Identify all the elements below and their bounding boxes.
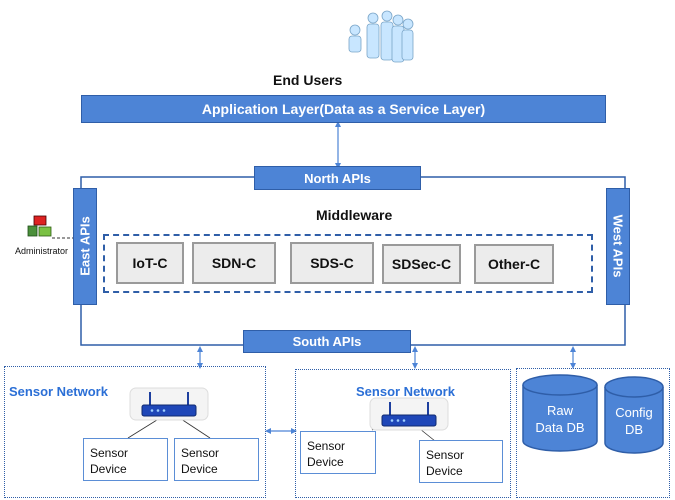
administrator-label: Administrator [15,246,69,256]
component-sdn-c: SDN-C [192,242,276,284]
middleware-label: Middleware [316,207,393,223]
config-db-icon [604,376,664,454]
router-icon [369,397,449,431]
middleware-components-frame [103,234,593,293]
sensor-network-2-frame [295,369,511,498]
router-icon [129,387,209,421]
component-sdsec-c: SDSec-C [382,244,461,284]
component-iot-c: IoT-C [116,242,184,284]
administrator-icon [27,215,52,237]
end-users-icon [348,10,414,63]
end-users-label: End Users [273,72,343,88]
raw-data-db-label: Raw Data DB [535,403,585,435]
component-other-c: Other-C [474,244,554,284]
raw-data-db-icon [522,374,598,452]
sensor-network-1-frame [4,366,266,498]
sensor-network-1-title: Sensor Network [9,384,108,399]
east-apis-bar [73,188,97,305]
north-apis-bar: North APIs [254,166,421,190]
config-db-label: Config DB [615,405,653,437]
west-apis-label: West APIs [610,214,626,278]
sensor-device-1a: Sensor Device [83,438,168,481]
sensor-device-1b: Sensor Device [174,438,259,481]
component-sds-c: SDS-C [290,242,374,284]
sensor-network-2-title: Sensor Network [356,384,455,399]
application-layer-bar: Application Layer(Data as a Service Laye… [81,95,606,123]
sensor-device-2a: Sensor Device [300,431,376,474]
south-apis-bar: South APIs [243,330,411,353]
east-apis-label: East APIs [77,216,93,276]
database-frame [516,368,670,498]
west-apis-bar [606,188,630,305]
sensor-device-2b: Sensor Device [419,440,503,483]
